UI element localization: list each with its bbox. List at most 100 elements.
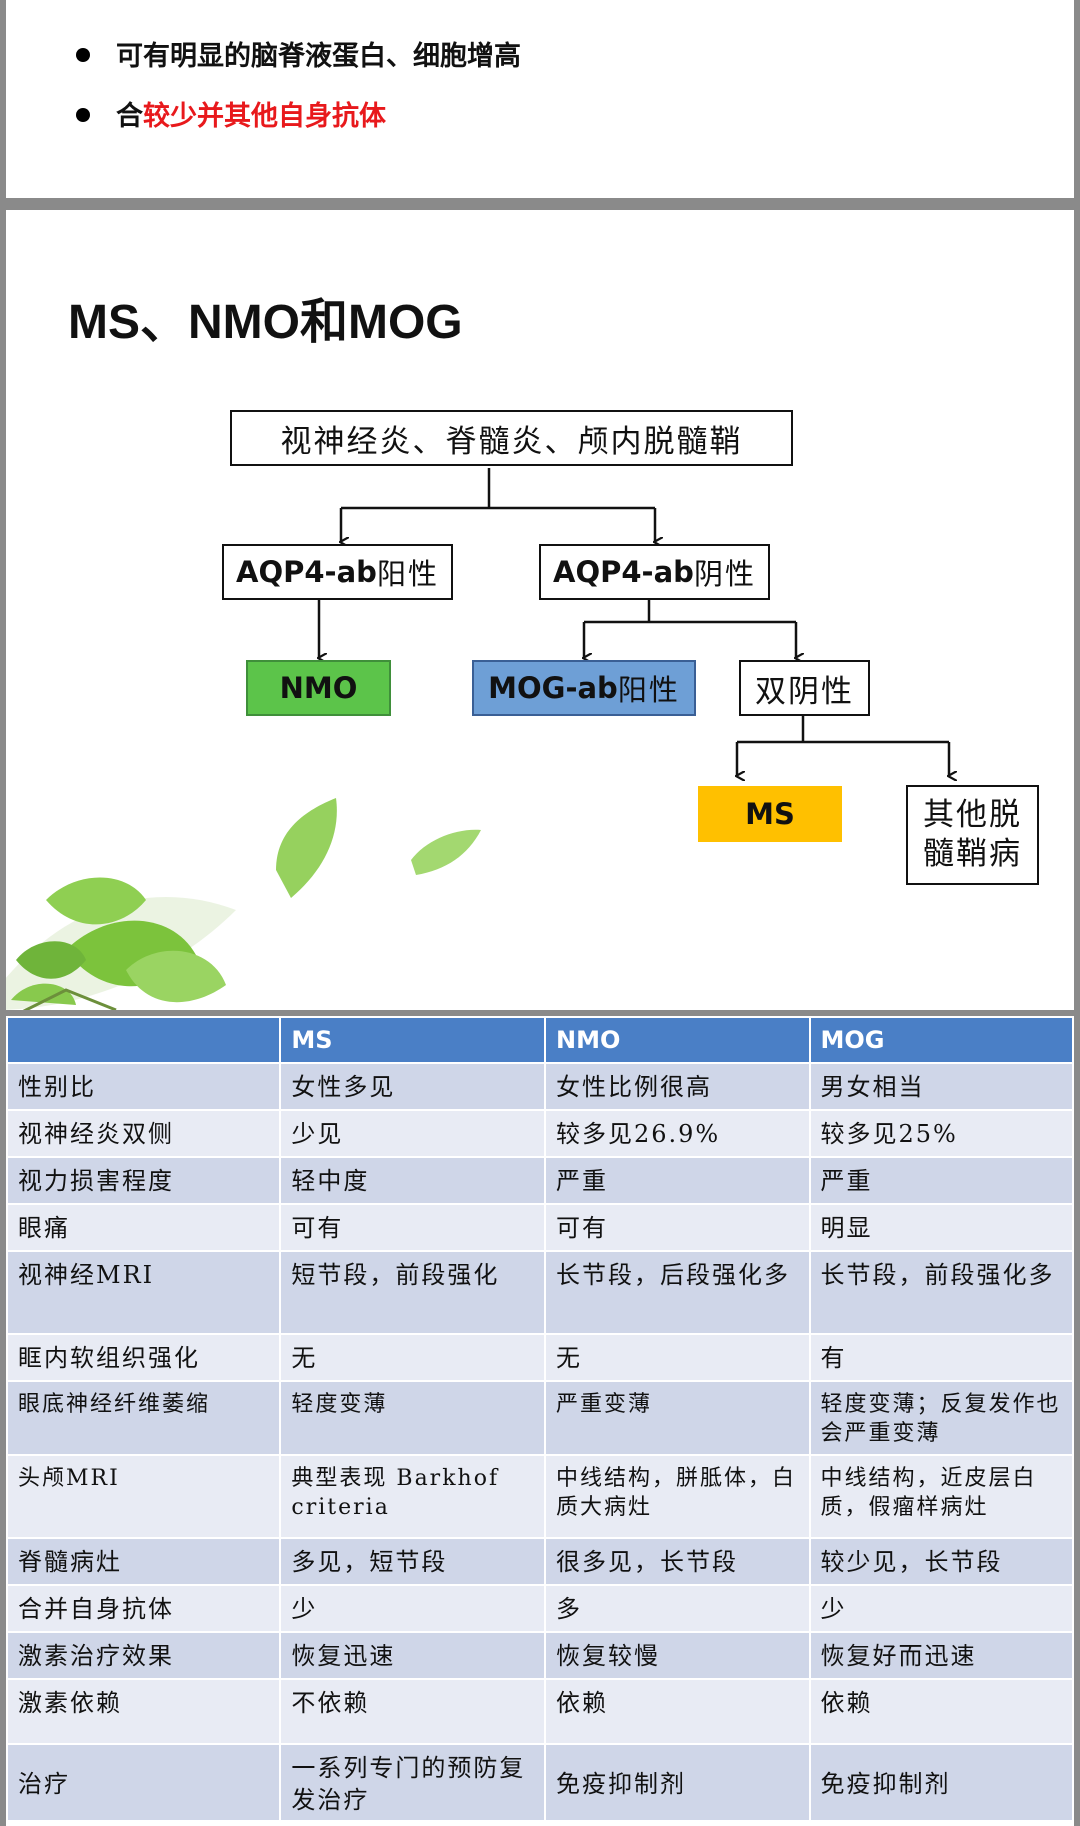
table-cell: 较少见，长节段 (808, 1537, 1074, 1586)
table-cell: 较多见26.9% (543, 1109, 811, 1158)
node-aqp4-positive-latin: AQP4-ab (236, 555, 377, 589)
bullet-antibodies: 合较少并其他自身抗体 (76, 94, 386, 133)
row-label-cell: 视神经炎双侧 (6, 1109, 282, 1158)
table-cell: 女性多见 (279, 1062, 546, 1111)
row-label-cell: 视力损害程度 (6, 1156, 282, 1205)
table-cell: 免疫抑制剂 (808, 1742, 1074, 1823)
table-row: 脊髓病灶多见，短节段很多见，长节段较少见，长节段 (6, 1537, 1074, 1586)
table-cell: 严重 (543, 1156, 811, 1205)
table-cell: 严重 (808, 1156, 1074, 1205)
row-label-cell: 性别比 (6, 1062, 282, 1111)
table-cell: 恢复较慢 (543, 1631, 811, 1680)
node-double-negative: 双阴性 (739, 660, 870, 716)
slide-title: MS、NMO和MOG (68, 296, 463, 349)
table-cell: 无 (543, 1333, 811, 1382)
table-row: 视力损害程度轻中度严重严重 (6, 1156, 1074, 1205)
table-cell: 免疫抑制剂 (543, 1742, 811, 1823)
node-other-demyelinating: 其他脱 髓鞘病 (906, 785, 1039, 885)
table-header-row: MS NMO MOG (6, 1016, 1074, 1064)
row-label-cell: 头颅MRI (6, 1454, 282, 1539)
node-root: 视神经炎、脊髓炎、颅内脱髓鞘 (230, 410, 793, 466)
table-cell: 轻中度 (279, 1156, 546, 1205)
leaves-decoration (6, 798, 481, 1010)
table-cell: 较多见25% (808, 1109, 1074, 1158)
node-mog-latin: MOG-ab (488, 671, 618, 705)
node-ms: MS (698, 786, 842, 842)
table-cell: 很多见，长节段 (543, 1537, 811, 1586)
slide-flowchart: MS、NMO和MOG (6, 210, 1074, 1010)
node-other-line1: 其他脱 (923, 797, 1022, 834)
header-cell-nmo: NMO (543, 1016, 811, 1064)
row-label-cell: 激素治疗效果 (6, 1631, 282, 1680)
bullet-text: 可有明显的脑脊液蛋白、细胞增高 (116, 41, 521, 72)
table-cell: 严重变薄 (543, 1380, 811, 1456)
comparison-table: MS NMO MOG 性别比女性多见女性比例很高男女相当视神经炎双侧少见较多见2… (6, 1016, 1074, 1823)
table-row: 视神经炎双侧少见较多见26.9%较多见25% (6, 1109, 1074, 1158)
table-cell: 多见，短节段 (279, 1537, 546, 1586)
table-cell: 明显 (808, 1203, 1074, 1252)
table-row: 性别比女性多见女性比例很高男女相当 (6, 1062, 1074, 1111)
table-row: 眼底神经纤维萎缩轻度变薄严重变薄轻度变薄；反复发作也会严重变薄 (6, 1380, 1074, 1456)
table-cell: 轻度变薄；反复发作也会严重变薄 (808, 1380, 1074, 1456)
node-aqp4-positive-cn: 阳性 (376, 557, 439, 591)
table-cell: 依赖 (808, 1678, 1074, 1745)
row-label-cell: 治疗 (6, 1742, 282, 1823)
slide-comparison-table: MS NMO MOG 性别比女性多见女性比例很高男女相当视神经炎双侧少见较多见2… (6, 1016, 1074, 1826)
table-row: 激素依赖不依赖依赖依赖 (6, 1678, 1074, 1745)
row-label-cell: 脊髓病灶 (6, 1537, 282, 1586)
row-label-cell: 视神经MRI (6, 1250, 282, 1335)
table-cell: 长节段，前段强化多 (808, 1250, 1074, 1335)
bullet-csf: 可有明显的脑脊液蛋白、细胞增高 (76, 34, 521, 73)
table-cell: 恢复迅速 (279, 1631, 546, 1680)
bullet-dot-icon (76, 107, 90, 122)
row-label-cell: 激素依赖 (6, 1678, 282, 1745)
table-cell: 不依赖 (279, 1678, 546, 1745)
node-other-line2: 髓鞘病 (923, 836, 1022, 872)
table-cell: 少 (808, 1584, 1074, 1633)
bullet-prefix: 合 (116, 101, 143, 132)
table-row: 合并自身抗体少多少 (6, 1584, 1074, 1633)
table-row: 治疗一系列专门的预防复发治疗免疫抑制剂免疫抑制剂 (6, 1742, 1074, 1823)
row-label-cell: 眼底神经纤维萎缩 (6, 1380, 282, 1456)
bullet-dot-icon (76, 47, 90, 62)
table-row: 眼痛可有可有明显 (6, 1203, 1074, 1252)
table-cell: 可有 (279, 1203, 546, 1252)
table-cell: 一系列专门的预防复发治疗 (279, 1742, 546, 1823)
table-cell: 恢复好而迅速 (808, 1631, 1074, 1680)
table-cell: 典型表现 Barkhof criteria (279, 1454, 546, 1539)
table-cell: 多 (543, 1584, 811, 1633)
slide-top-partial: 可有明显的脑脊液蛋白、细胞增高 合较少并其他自身抗体 (6, 0, 1074, 198)
node-aqp4-negative-cn: 阴性 (693, 557, 756, 591)
row-label-cell: 合并自身抗体 (6, 1584, 282, 1633)
flow-connectors (6, 468, 1074, 1010)
table-cell: 长节段，后段强化多 (543, 1250, 811, 1335)
header-cell (6, 1016, 282, 1064)
table-cell: 男女相当 (808, 1062, 1074, 1111)
node-nmo: NMO (246, 660, 391, 716)
table-cell: 少 (279, 1584, 546, 1633)
table-cell: 有 (808, 1333, 1074, 1382)
table-cell: 可有 (543, 1203, 811, 1252)
node-mog-cn: 阳性 (617, 673, 680, 707)
table-cell: 中线结构，近皮层白质，假瘤样病灶 (808, 1454, 1074, 1539)
table-cell: 短节段，前段强化 (279, 1250, 546, 1335)
table-cell: 依赖 (543, 1678, 811, 1745)
table-row: 眶内软组织强化无无有 (6, 1333, 1074, 1382)
table-row: 激素治疗效果恢复迅速恢复较慢恢复好而迅速 (6, 1631, 1074, 1680)
row-label-cell: 眶内软组织强化 (6, 1333, 282, 1382)
table-cell: 中线结构，胼胝体，白质大病灶 (543, 1454, 811, 1539)
header-cell-ms: MS (279, 1016, 546, 1064)
node-aqp4-negative-latin: AQP4-ab (553, 555, 694, 589)
table-cell: 少见 (279, 1109, 546, 1158)
header-cell-mog: MOG (808, 1016, 1074, 1064)
row-label-cell: 眼痛 (6, 1203, 282, 1252)
table-cell: 无 (279, 1333, 546, 1382)
bullet-highlight: 较少并其他自身抗体 (143, 101, 386, 132)
table-cell: 轻度变薄 (279, 1380, 546, 1456)
table-cell: 女性比例很高 (543, 1062, 811, 1111)
